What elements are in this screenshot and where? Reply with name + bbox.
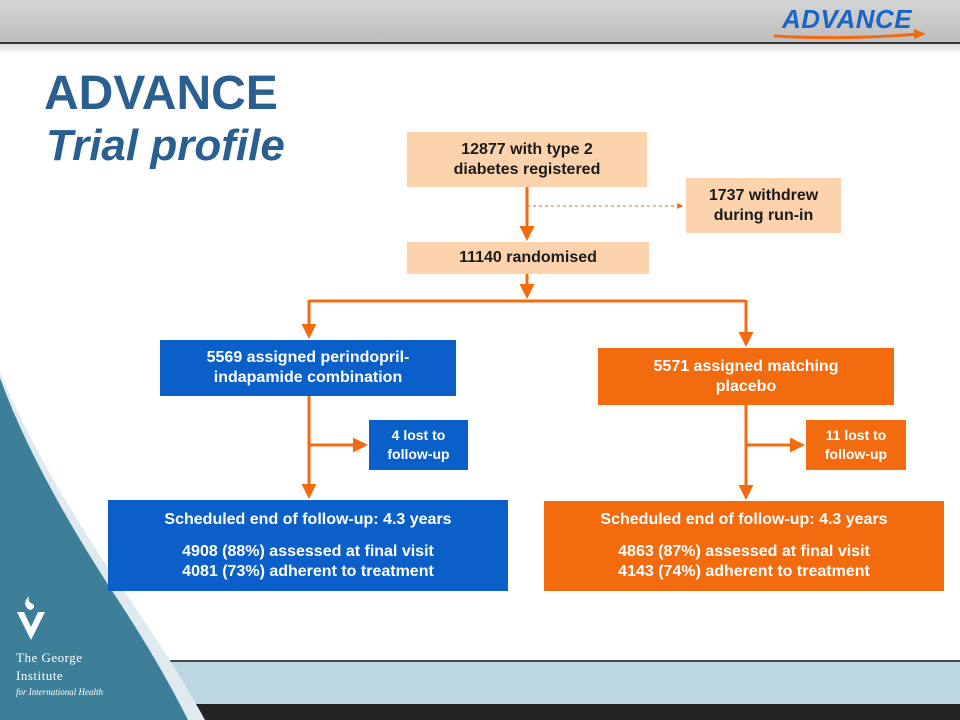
placebo-end-assessed: 4863 (87%) assessed at final visit — [618, 543, 870, 560]
active-end-assessed: 4908 (88%) assessed at final visit — [182, 542, 434, 560]
institute-name-line2: Institute — [16, 668, 64, 683]
advance-logo: ADVANCE — [782, 4, 913, 34]
active-end-adherent: 4081 (73%) adherent to treatment — [182, 562, 434, 580]
placebo-end-box: Scheduled end of follow-up: 4.3 years 48… — [544, 501, 944, 591]
placebo-arm-line-2: placebo — [715, 377, 777, 395]
institute-name-line3: for International Health — [16, 687, 103, 697]
placebo-lost-line-1: 11 lost to — [825, 427, 887, 443]
withdrew-box: 1737 withdrew during run-in — [686, 178, 841, 233]
placebo-end-heading: Scheduled end of follow-up: 4.3 years — [600, 511, 888, 528]
active-lost-line-1: 4 lost to — [391, 427, 446, 443]
footer-edge — [0, 704, 960, 720]
active-end-box: Scheduled end of follow-up: 4.3 years 49… — [108, 500, 508, 591]
institute-logo-icon — [17, 596, 45, 640]
footer-rule — [0, 660, 960, 662]
active-lost-line-2: follow-up — [387, 446, 450, 462]
logo-swoosh-icon — [773, 29, 926, 40]
active-lost-box: 4 lost to follow-up — [369, 420, 468, 470]
active-arm-line-2: indapamide combination — [213, 369, 403, 386]
randomised-box: 11140 randomised — [407, 242, 649, 274]
withdrew-line-2: during run-in — [713, 206, 814, 224]
registered-box: 12877 with type 2 diabetes registered — [407, 132, 647, 187]
header-rule — [0, 42, 960, 44]
placebo-arm-line-1: 5571 assigned matching — [653, 357, 839, 375]
header-bar — [0, 0, 960, 42]
active-arm-box: 5569 assigned perindopril- indapamide co… — [160, 340, 456, 396]
active-end-heading: Scheduled end of follow-up: 4.3 years — [164, 510, 452, 528]
institute-name-line1: The George — [16, 650, 83, 665]
withdrew-line-1: 1737 withdrew — [708, 186, 819, 204]
registered-line-2: diabetes registered — [453, 160, 601, 178]
placebo-lost-box: 11 lost to follow-up — [806, 420, 906, 470]
page-subtitle: Trial profile — [46, 121, 285, 170]
placebo-lost-line-2: follow-up — [824, 446, 888, 462]
randomised-label: 11140 randomised — [459, 249, 597, 266]
placebo-end-adherent: 4143 (74%) adherent to treatment — [618, 563, 870, 580]
header-shadow — [0, 44, 960, 54]
page-title: ADVANCE — [44, 67, 278, 120]
placebo-arm-box: 5571 assigned matching placebo — [598, 348, 894, 405]
registered-line-1: 12877 with type 2 — [461, 140, 593, 158]
active-arm-line-1: 5569 assigned perindopril- — [206, 349, 410, 366]
